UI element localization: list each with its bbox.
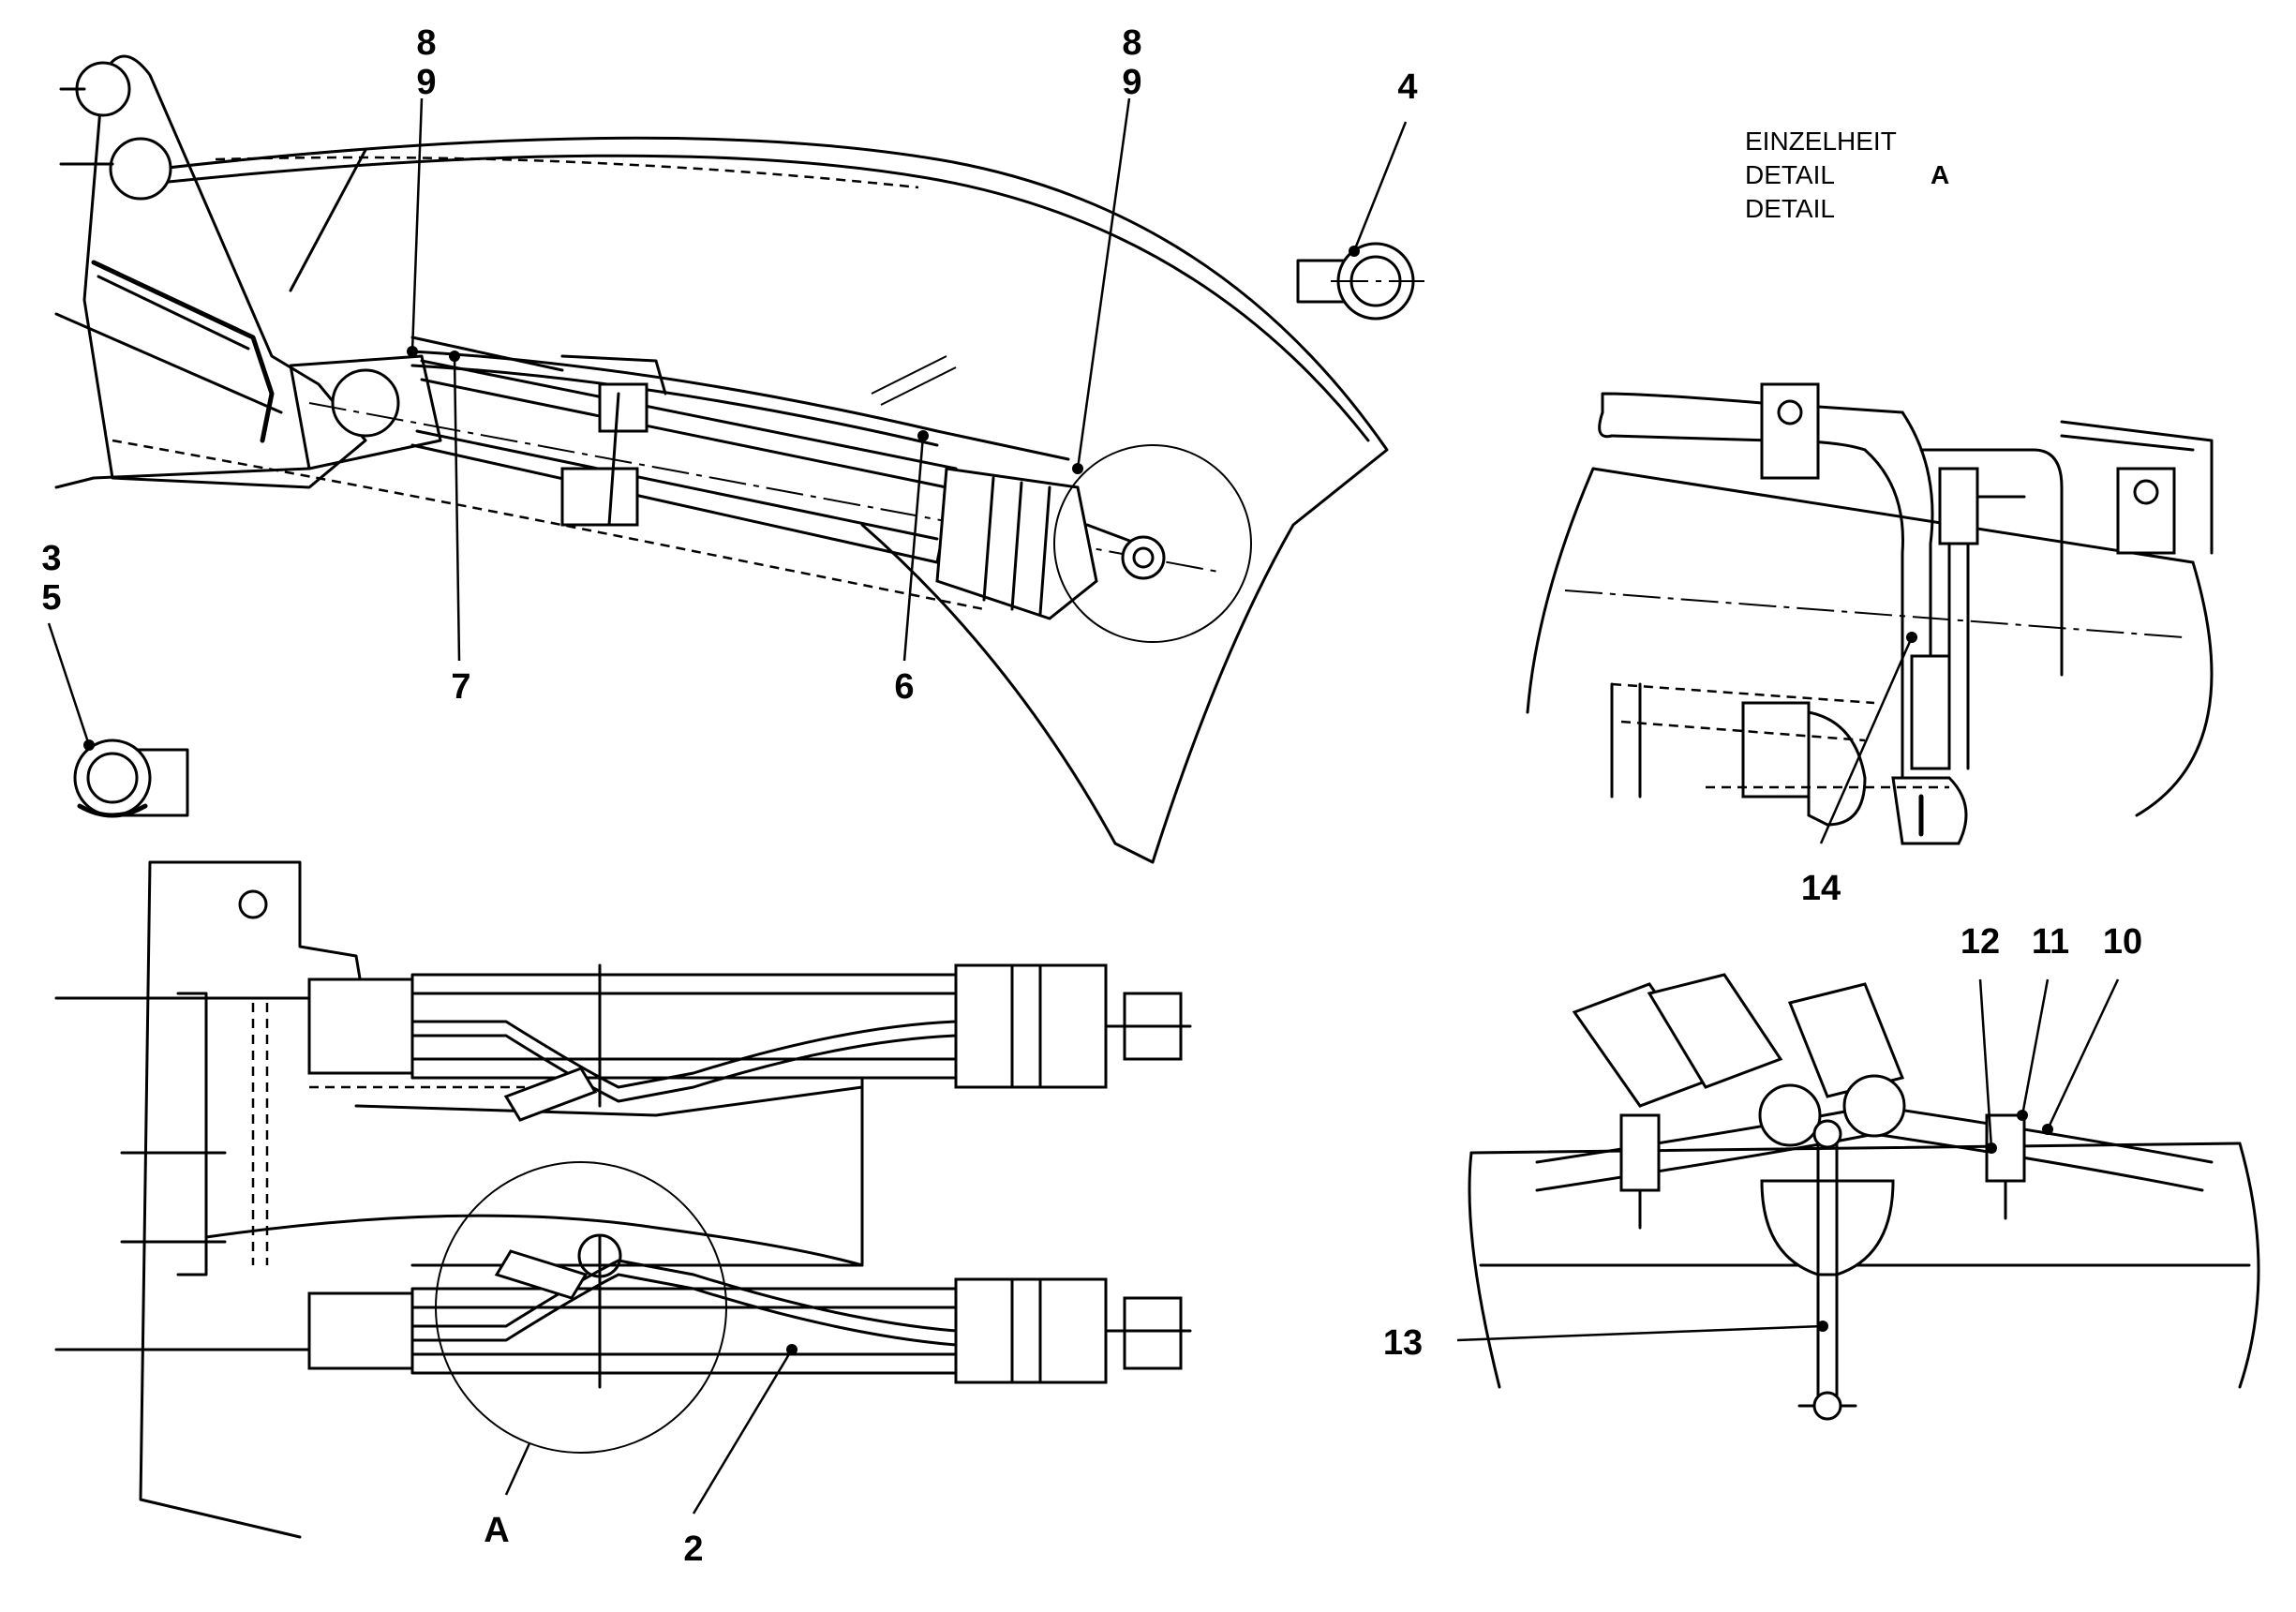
pin-detail-4 [1296, 242, 1424, 321]
callout-8-right: 8 [1122, 23, 1141, 63]
callout-9-right: 9 [1122, 63, 1141, 102]
callout-6: 6 [894, 667, 914, 707]
callout-A: A [484, 1511, 509, 1550]
callout-2: 2 [683, 1530, 703, 1569]
detail-heading: EINZELHEIT DETAIL A DETAIL [1745, 127, 1949, 223]
detail-heading-letter: A [1931, 160, 1949, 189]
callout-4: 4 [1397, 67, 1417, 107]
detail-heading-line3: DETAIL [1745, 194, 1835, 223]
detail-heading-line2: DETAIL [1745, 160, 1835, 189]
callout-13: 13 [1383, 1323, 1423, 1363]
boom-side-view [54, 54, 1389, 864]
callout-9-left: 9 [416, 63, 436, 102]
callout-12: 12 [1961, 922, 2000, 962]
leader-lines [47, 97, 2120, 1515]
callout-8-left: 8 [416, 23, 436, 63]
callout-5: 5 [41, 578, 61, 618]
pin-detail-3-5 [73, 739, 189, 818]
callout-10: 10 [2103, 922, 2142, 962]
callout-labels: 8 9 8 9 4 3 5 7 6 14 12 11 10 13 A 2 [41, 23, 2142, 1569]
callout-7: 7 [451, 667, 470, 707]
boom-top-view [54, 860, 1192, 1539]
detail-a-upper-view [1526, 382, 2214, 845]
callout-11: 11 [2032, 922, 2069, 962]
detail-a-lower-view [1468, 973, 2260, 1421]
callout-14: 14 [1801, 869, 1841, 908]
callout-3: 3 [41, 539, 61, 578]
detail-heading-line1: EINZELHEIT [1745, 127, 1897, 156]
